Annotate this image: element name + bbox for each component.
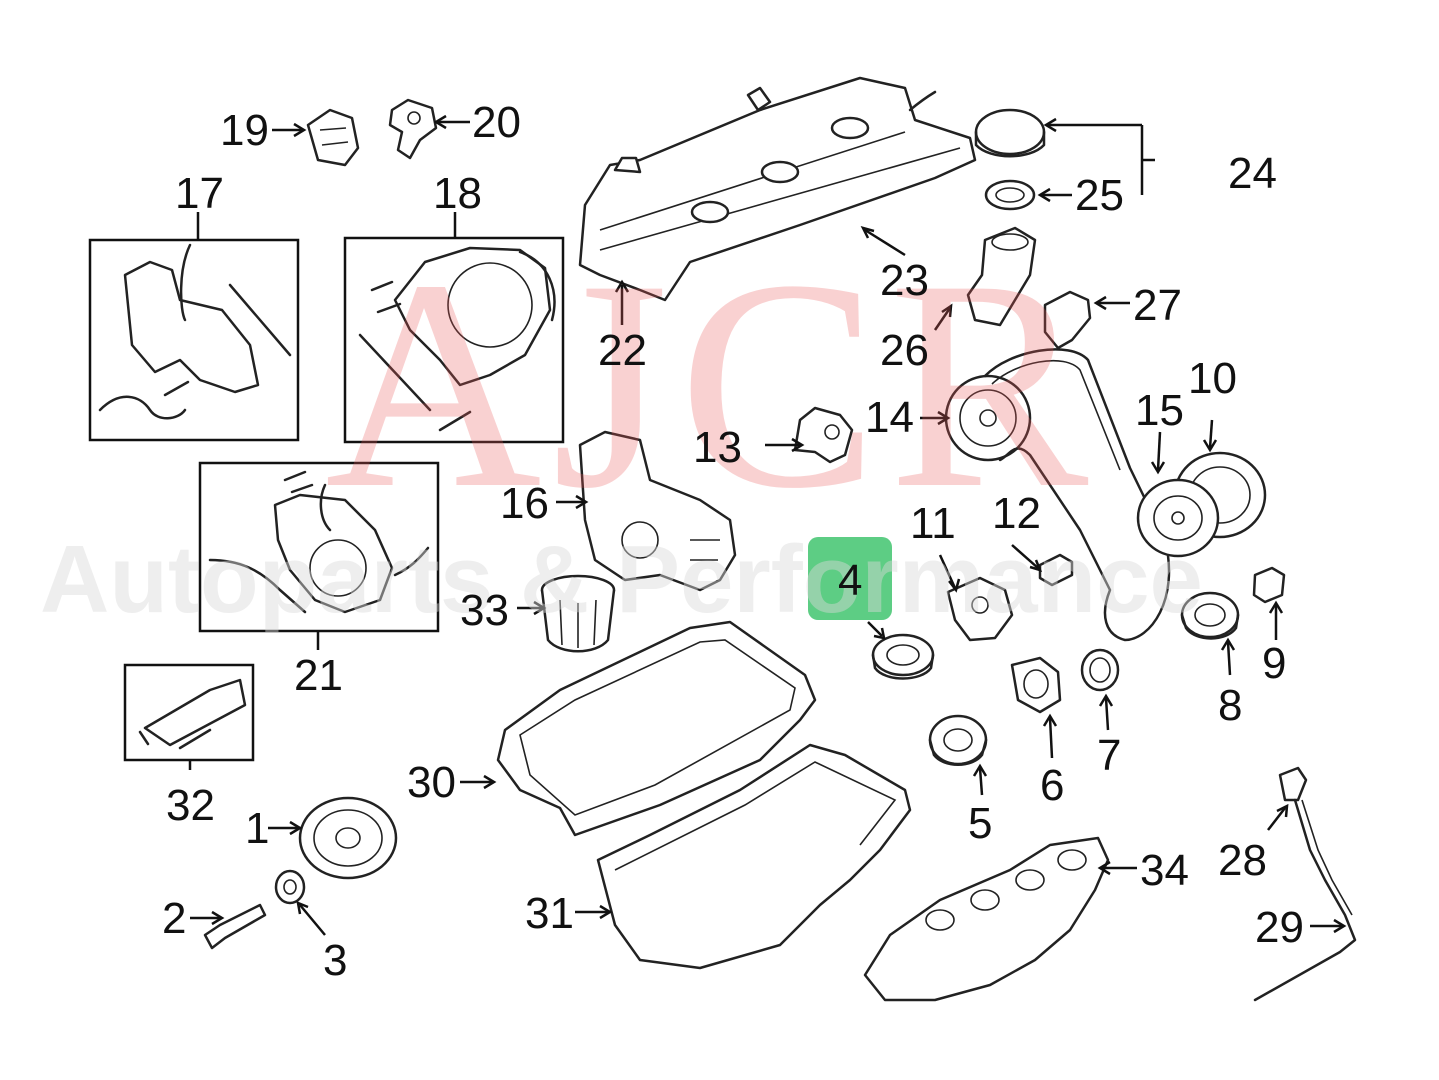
callout-7: 7 <box>1097 731 1121 780</box>
part-33-oil-filter <box>540 574 616 653</box>
part-11-tensioner <box>946 576 1014 642</box>
callout-22: 22 <box>598 326 647 375</box>
callout-20: 20 <box>472 98 521 147</box>
callout-14: 14 <box>865 393 914 442</box>
callout-8: 8 <box>1218 681 1242 730</box>
callout-9: 9 <box>1262 639 1286 688</box>
part-18-cover <box>358 246 556 432</box>
callout-25: 25 <box>1075 171 1124 220</box>
callout-33: 33 <box>460 586 509 635</box>
part-7-seal <box>1080 648 1120 692</box>
callout-19: 19 <box>220 106 269 155</box>
part-21-cover <box>208 470 430 614</box>
part-24-oil-cap <box>974 108 1046 158</box>
callout-27: 27 <box>1133 281 1182 330</box>
highlight-part-4 <box>808 537 892 620</box>
callout-4: 4 <box>838 556 862 605</box>
callout-6: 6 <box>1040 761 1064 810</box>
callout-18: 18 <box>433 169 482 218</box>
part-15-pulley <box>1136 478 1220 558</box>
part-23-valve-cover <box>578 76 977 302</box>
callout-29: 29 <box>1255 903 1304 952</box>
part-17-cover <box>98 243 292 420</box>
part-9-bushing <box>1252 566 1286 604</box>
callout-12: 12 <box>992 489 1041 538</box>
part-25-washer <box>984 179 1036 211</box>
callout-11: 11 <box>910 499 956 548</box>
callout-26: 26 <box>880 326 929 375</box>
part-28-dipstick-handle <box>1278 766 1308 802</box>
part-26-housing <box>966 226 1037 327</box>
part-5-gear <box>928 714 988 766</box>
part-6-seal <box>1010 656 1062 714</box>
part-20-sensor <box>388 98 438 160</box>
part-8-bushing <box>1180 591 1240 640</box>
part-32-sealant-tube <box>138 678 247 750</box>
callout-32: 32 <box>166 781 215 830</box>
part-34-intake-manifold <box>863 836 1110 1002</box>
watermark-logo: AJCR <box>325 218 1099 550</box>
part-1-crank-pulley <box>298 796 398 880</box>
callout-15: 15 <box>1135 386 1184 435</box>
part-16-oil-pump <box>578 430 737 592</box>
part-31-oil-pan <box>596 743 912 970</box>
callout-23: 23 <box>880 256 929 305</box>
watermark: AJCR Autoparts & Performance <box>40 218 1203 633</box>
callout-5: 5 <box>968 799 992 848</box>
part-2-bolt <box>203 903 267 950</box>
part-14-sprocket <box>944 374 1032 462</box>
part-27-hose <box>1043 290 1092 350</box>
callout-10: 10 <box>1188 354 1237 403</box>
part-17-box <box>88 238 300 442</box>
part-3-washer <box>274 869 306 905</box>
callout-30: 30 <box>407 758 456 807</box>
part-12-bolt <box>1038 553 1074 587</box>
part-29-dipstick-tube <box>1253 798 1357 1002</box>
part-30-upper-pan <box>496 620 817 837</box>
leader-lines <box>188 114 1347 936</box>
part-13-sensor <box>793 406 854 464</box>
part-4-bearing <box>871 633 935 680</box>
watermark-tagline: Autoparts & Performance <box>40 526 1203 633</box>
callout-31: 31 <box>525 889 574 938</box>
callout-13: 13 <box>693 423 742 472</box>
callout-labels: 24 19 20 17 18 25 23 27 22 26 10 15 14 1… <box>162 98 1304 985</box>
part-19-mount <box>306 108 360 167</box>
callout-21: 21 <box>294 651 343 700</box>
callout-17: 17 <box>175 169 224 218</box>
callout-3: 3 <box>323 936 347 985</box>
callout-1: 1 <box>245 804 269 853</box>
callout-24: 24 <box>1228 149 1277 198</box>
callout-16: 16 <box>500 479 549 528</box>
callout-2: 2 <box>162 894 186 943</box>
part-15-belt <box>983 348 1171 642</box>
callout-28: 28 <box>1218 836 1267 885</box>
callout-34: 34 <box>1140 846 1189 895</box>
